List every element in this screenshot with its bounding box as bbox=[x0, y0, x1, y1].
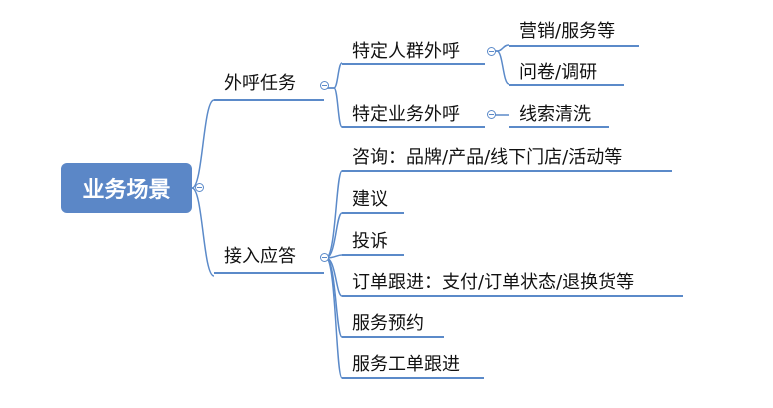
collapse-inbound-icon[interactable] bbox=[320, 253, 329, 262]
leaf-complaint-underline bbox=[342, 254, 404, 256]
node-targeted-group-outbound[interactable]: 特定人群外呼 bbox=[352, 41, 460, 62]
leaf-marketing-underline bbox=[509, 45, 639, 47]
leaf-order-followup-underline bbox=[342, 295, 683, 297]
node-targeted-business-underline bbox=[342, 126, 485, 128]
leaf-lead-cleaning-underline bbox=[509, 126, 609, 128]
branch-inbound-response[interactable]: 接入应答 bbox=[224, 246, 296, 267]
leaf-service-ticket-followup[interactable]: 服务工单跟进 bbox=[352, 354, 460, 375]
leaf-complaint[interactable]: 投诉 bbox=[352, 231, 388, 252]
leaf-survey-underline bbox=[509, 84, 624, 86]
collapse-root-icon[interactable] bbox=[195, 183, 204, 192]
branch-outbound-underline bbox=[214, 99, 324, 101]
leaf-inquiry-underline bbox=[342, 170, 672, 172]
leaf-service-appointment-underline bbox=[342, 336, 444, 338]
branch-inbound-underline bbox=[214, 272, 324, 274]
collapse-targeted-group-icon[interactable] bbox=[487, 47, 496, 56]
leaf-order-followup[interactable]: 订单跟进：支付/订单状态/退换货等 bbox=[352, 272, 635, 293]
leaf-marketing-service[interactable]: 营销/服务等 bbox=[519, 21, 616, 42]
leaf-service-appointment[interactable]: 服务预约 bbox=[352, 313, 424, 334]
collapse-targeted-business-icon[interactable] bbox=[487, 110, 496, 119]
root-node[interactable]: 业务场景 bbox=[61, 163, 192, 213]
leaf-survey-research[interactable]: 问卷/调研 bbox=[519, 62, 598, 83]
leaf-inquiry[interactable]: 咨询：品牌/产品/线下门店/活动等 bbox=[352, 147, 623, 168]
leaf-suggestion-underline bbox=[342, 212, 404, 214]
branch-outbound-tasks[interactable]: 外呼任务 bbox=[224, 73, 296, 94]
node-targeted-business-outbound[interactable]: 特定业务外呼 bbox=[352, 104, 460, 125]
leaf-lead-cleaning[interactable]: 线索清洗 bbox=[519, 104, 591, 125]
leaf-suggestion[interactable]: 建议 bbox=[352, 189, 388, 210]
collapse-outbound-icon[interactable] bbox=[320, 81, 329, 90]
node-targeted-group-underline bbox=[342, 63, 485, 65]
leaf-service-ticket-underline bbox=[342, 377, 484, 379]
